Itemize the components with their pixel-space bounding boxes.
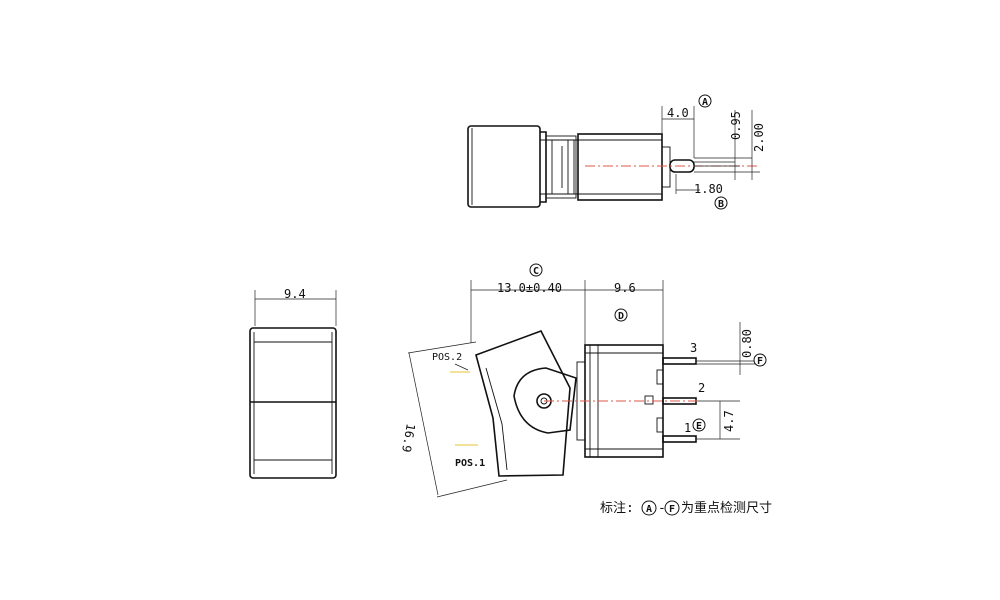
dim-0-95: 0.95 bbox=[729, 111, 743, 140]
dim-4-0: 4.0 bbox=[667, 106, 689, 120]
dim-4-7: 4.7 bbox=[722, 410, 736, 432]
check-circle-e bbox=[692, 418, 706, 432]
check-label-a: A bbox=[702, 97, 708, 108]
terminal-3-label: 3 bbox=[690, 341, 697, 355]
check-label-e: E bbox=[696, 421, 702, 432]
front-view: 9.4 bbox=[249, 287, 337, 479]
check-label-d: D bbox=[618, 311, 624, 322]
dim-9-6: 9.6 bbox=[614, 281, 636, 295]
pivot-cam bbox=[513, 367, 577, 434]
pos1-label: POS.1 bbox=[455, 458, 485, 469]
check-label-b: B bbox=[718, 199, 724, 210]
dim-13-0: 13.0±0.40 bbox=[497, 281, 562, 295]
terminal-1-label: 1 bbox=[684, 421, 691, 435]
pos2-label: POS.2 bbox=[432, 352, 462, 363]
check-circle-c bbox=[529, 263, 543, 277]
side-view: 13.0±0.40 9.6 C D 16.9 POS.2 POS.1 bbox=[399, 263, 767, 498]
note-label-f: F bbox=[669, 504, 675, 515]
dim-1-80: 1.80 bbox=[694, 182, 723, 196]
front-cap bbox=[249, 327, 337, 479]
note-prefix: 标注: bbox=[600, 501, 634, 516]
check-circle-d bbox=[614, 308, 628, 322]
terminal-3 bbox=[662, 357, 697, 365]
check-circle-a bbox=[698, 94, 712, 108]
note-circle-a bbox=[641, 500, 657, 516]
dim-16-9: 16.9 bbox=[399, 422, 418, 453]
side-rocker bbox=[475, 330, 571, 477]
note-suffix: 为重点检测尺寸 bbox=[681, 500, 772, 516]
terminal-1 bbox=[662, 435, 697, 443]
check-label-c: C bbox=[533, 266, 539, 277]
dim-2-00: 2.00 bbox=[752, 123, 766, 152]
check-circle-f bbox=[753, 353, 767, 367]
check-circle-b bbox=[714, 196, 728, 210]
dim-0-80: 0.80 bbox=[740, 329, 754, 358]
top-view: 4.0 A 0.95 2.00 1.80 B bbox=[467, 94, 766, 210]
dim-9-4: 9.4 bbox=[284, 287, 306, 301]
top-rocker-cap bbox=[467, 125, 541, 208]
top-collar bbox=[545, 135, 577, 199]
note-dash: - bbox=[658, 501, 666, 516]
terminal-2-label: 2 bbox=[698, 381, 705, 395]
note-circle-f bbox=[664, 500, 680, 516]
note-label-a: A bbox=[646, 504, 652, 515]
check-label-f: F bbox=[757, 356, 763, 367]
annotation-note: 标注: A - F 为重点检测尺寸 bbox=[600, 500, 772, 516]
top-housing bbox=[577, 133, 663, 201]
